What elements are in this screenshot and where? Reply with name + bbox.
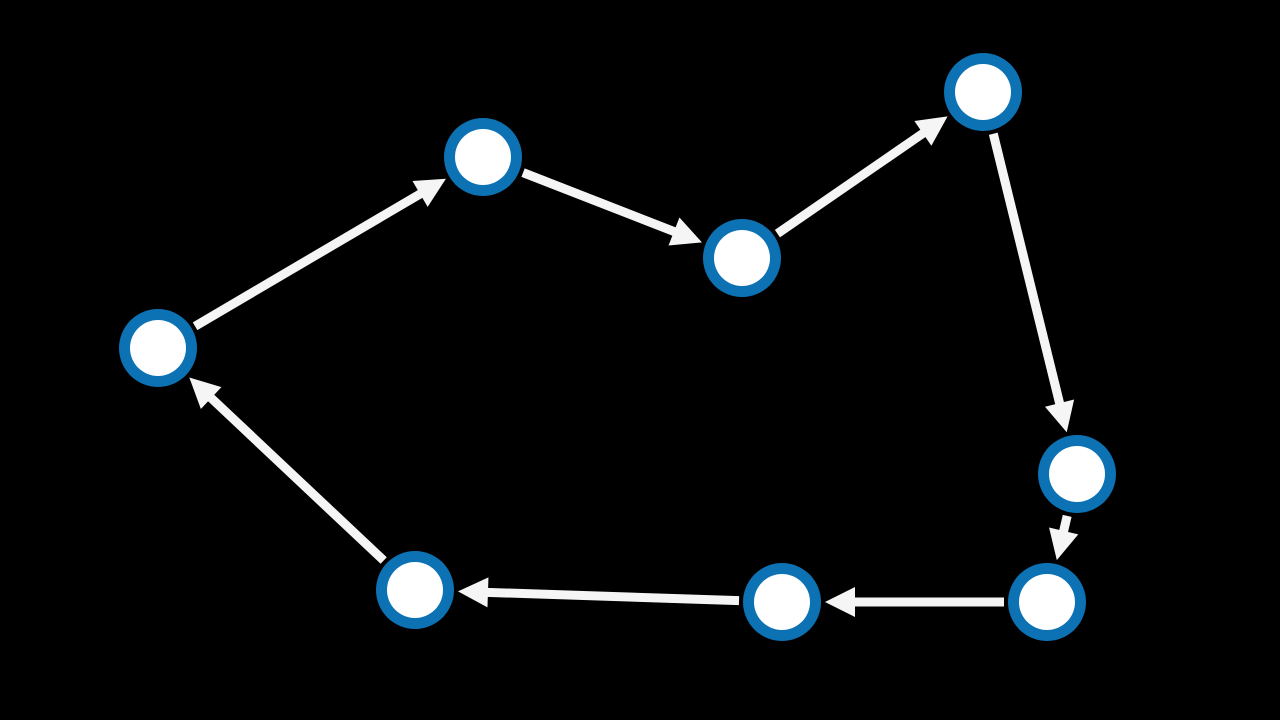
graph-node-n4[interactable]: [944, 53, 1022, 131]
graph-node-n7[interactable]: [743, 563, 821, 641]
edge-line-n1-to-n2: [192, 189, 424, 331]
arrowhead-n6-to-n7: [825, 587, 855, 617]
node-fill-n3: [714, 230, 770, 286]
node-layer: [119, 53, 1116, 641]
graph-node-n6[interactable]: [1008, 563, 1086, 641]
graph-node-n2[interactable]: [444, 118, 522, 196]
arrowhead-n8-to-n1: [189, 377, 222, 409]
edge-line-n2-to-n3: [521, 168, 678, 237]
edge-line-n4-to-n5: [988, 132, 1065, 406]
edge-line-n8-to-n1: [206, 393, 387, 564]
arrowhead-n5-to-n6: [1049, 527, 1079, 561]
node-fill-n6: [1019, 574, 1075, 630]
graph-node-n1[interactable]: [119, 309, 197, 387]
arrowhead-n1-to-n2: [412, 178, 446, 207]
edge-line-n3-to-n4: [774, 128, 927, 238]
node-fill-n7: [754, 574, 810, 630]
edge-line-n7-to-n8: [486, 587, 740, 606]
arrowhead-n2-to-n3: [668, 217, 702, 246]
node-fill-n2: [455, 129, 511, 185]
graph-node-n5[interactable]: [1038, 435, 1116, 513]
arrowhead-n3-to-n4: [914, 116, 948, 146]
edge-line-n5-to-n6: [1058, 514, 1072, 534]
node-fill-n4: [955, 64, 1011, 120]
node-fill-n1: [130, 320, 186, 376]
node-fill-n8: [387, 562, 443, 618]
arrowhead-n7-to-n8: [457, 577, 489, 608]
node-fill-n5: [1049, 446, 1105, 502]
graph-node-n3[interactable]: [703, 219, 781, 297]
graph-node-n8[interactable]: [376, 551, 454, 629]
edge-layer: [189, 116, 1079, 617]
arrowhead-n4-to-n5: [1044, 399, 1075, 433]
